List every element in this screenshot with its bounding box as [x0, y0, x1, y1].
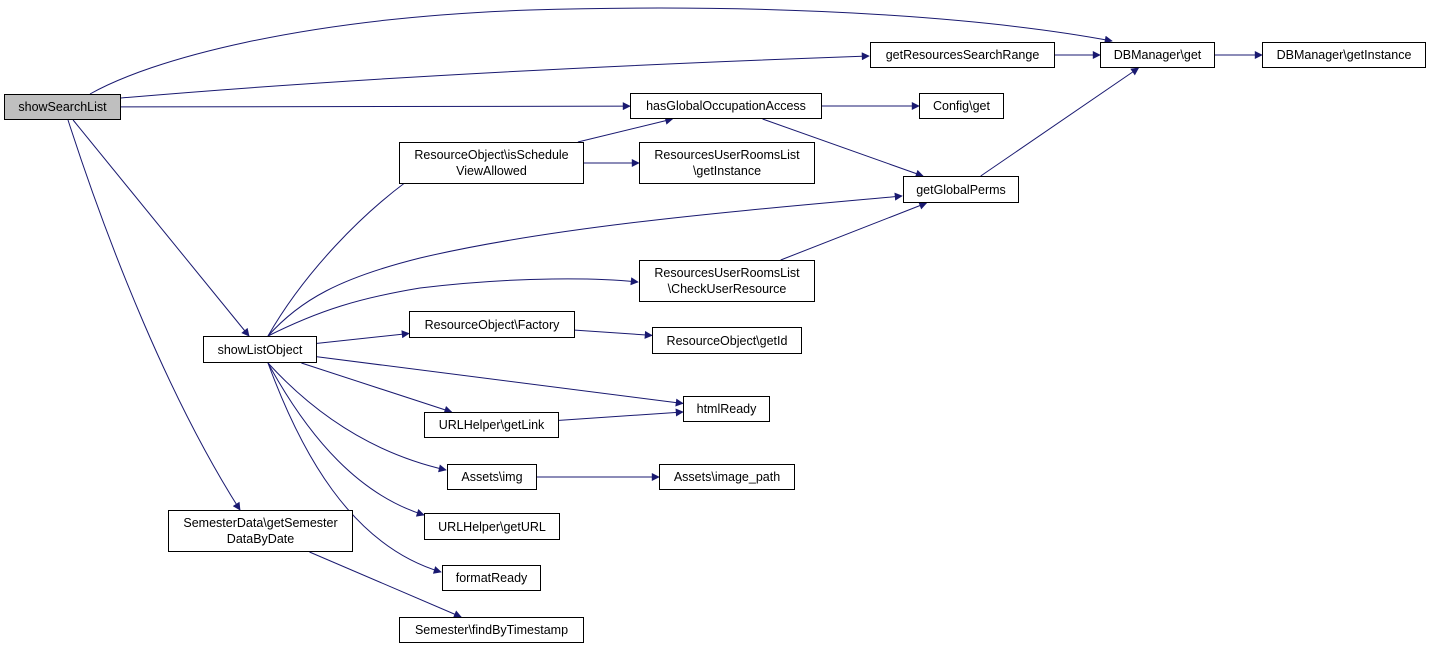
node-label: ResourceObject\getId [666, 333, 788, 348]
node-label: DBManager\getInstance [1276, 48, 1412, 62]
node-getLink[interactable]: URLHelper\getLink [424, 412, 559, 438]
node-label: ResourcesUserRoomsList [654, 148, 800, 162]
edge-hasGlobalOccupationAccess-to-getGlobalPerms [762, 118, 924, 178]
node-configGet[interactable]: Config\get [919, 93, 1004, 119]
node-isScheduleViewAllowed[interactable]: ResourceObject\isSchedule ViewAllowed [399, 142, 584, 184]
node-factory[interactable]: ResourceObject\Factory [409, 311, 575, 338]
node-formatReady[interactable]: formatReady [442, 565, 541, 591]
node-label: Assets\image_path [673, 470, 781, 484]
edge-checkUserResource-to-getGlobalPerms [780, 201, 928, 261]
edge-showListObject-to-assetsImg [267, 362, 447, 473]
node-getResourcesSearchRange[interactable]: getResourcesSearchRange [870, 42, 1055, 68]
node-label: URLHelper\getLink [438, 418, 545, 432]
node-showSearchList[interactable]: showSearchList [4, 94, 121, 120]
node-label: DataByDate [226, 532, 295, 546]
edge-getLink-to-htmlReady [558, 408, 684, 421]
edge-getGlobalPerms-to-dbGet [980, 67, 1140, 177]
node-label: ResourcesUserRoomsList [654, 266, 800, 280]
node-label: ResourceObject\Factory [424, 317, 560, 332]
node-findByTimestamp[interactable]: Semester\findByTimestamp [399, 617, 584, 643]
node-showListObject[interactable]: showListObject [203, 336, 317, 363]
node-label: DBManager\get [1113, 48, 1202, 62]
edge-isScheduleViewAllowed-to-hasGlobalOccupationAccess [577, 116, 674, 143]
edge-showListObject-to-htmlReady [316, 356, 684, 407]
node-assetsImg[interactable]: Assets\img [447, 464, 537, 490]
node-label: getResourcesSearchRange [885, 48, 1040, 62]
edge-showSearchList-to-getResourcesSearchRange [120, 52, 870, 99]
edge-showSearchList-to-hasGlobalOccupationAccess [120, 102, 631, 111]
node-htmlReady[interactable]: htmlReady [683, 396, 770, 422]
node-label: Config\get [933, 99, 990, 113]
node-label: SemesterData\getSemester [183, 516, 338, 530]
edge-showListObject-to-getLink [301, 362, 453, 414]
node-label: showListObject [217, 342, 303, 357]
node-label: ViewAllowed [456, 164, 527, 178]
node-hasGlobalOccupationAccess[interactable]: hasGlobalOccupationAccess [630, 93, 822, 119]
node-dbGetInstance[interactable]: DBManager\getInstance [1262, 42, 1426, 68]
node-label: showSearchList [18, 100, 107, 114]
node-label: URLHelper\getURL [438, 519, 546, 534]
edge-factory-to-getId [574, 329, 653, 339]
node-label: Semester\findByTimestamp [414, 623, 569, 637]
edge-showListObject-to-isScheduleViewAllowed [267, 163, 433, 337]
node-semesterData[interactable]: SemesterData\getSemester DataByDate [168, 510, 353, 552]
node-label: htmlReady [696, 402, 757, 416]
edge-showSearchList-to-semesterData [67, 119, 241, 511]
node-label: hasGlobalOccupationAccess [646, 99, 806, 113]
edge-showSearchList-to-showListObject [72, 119, 250, 337]
node-imagePath[interactable]: Assets\image_path [659, 464, 795, 490]
edge-showSearchList-to-dbGet [89, 7, 1113, 95]
node-checkUserResource[interactable]: ResourcesUserRoomsList \CheckUserResourc… [639, 260, 815, 302]
node-rurlGetInstance[interactable]: ResourcesUserRoomsList \getInstance [639, 142, 815, 184]
edge-showListObject-to-getGlobalPerms [267, 192, 903, 337]
node-getGlobalPerms[interactable]: getGlobalPerms [903, 176, 1019, 203]
edge-semesterData-to-findByTimestamp [309, 551, 462, 618]
node-dbGet[interactable]: DBManager\get [1100, 42, 1215, 68]
edge-showListObject-to-factory [316, 330, 410, 344]
node-label: \CheckUserResource [667, 282, 787, 296]
edge-showListObject-to-formatReady [267, 362, 442, 574]
edge-showListObject-to-checkUserResource [267, 277, 639, 337]
edge-showListObject-to-getURL [267, 362, 425, 517]
node-label: Assets\img [461, 470, 523, 484]
node-getURL[interactable]: URLHelper\getURL [424, 513, 560, 540]
node-label: formatReady [455, 571, 528, 585]
node-label: \getInstance [692, 164, 762, 178]
node-label: getGlobalPerms [916, 182, 1006, 197]
node-label: ResourceObject\isSchedule [414, 148, 569, 162]
node-getId[interactable]: ResourceObject\getId [652, 327, 802, 354]
